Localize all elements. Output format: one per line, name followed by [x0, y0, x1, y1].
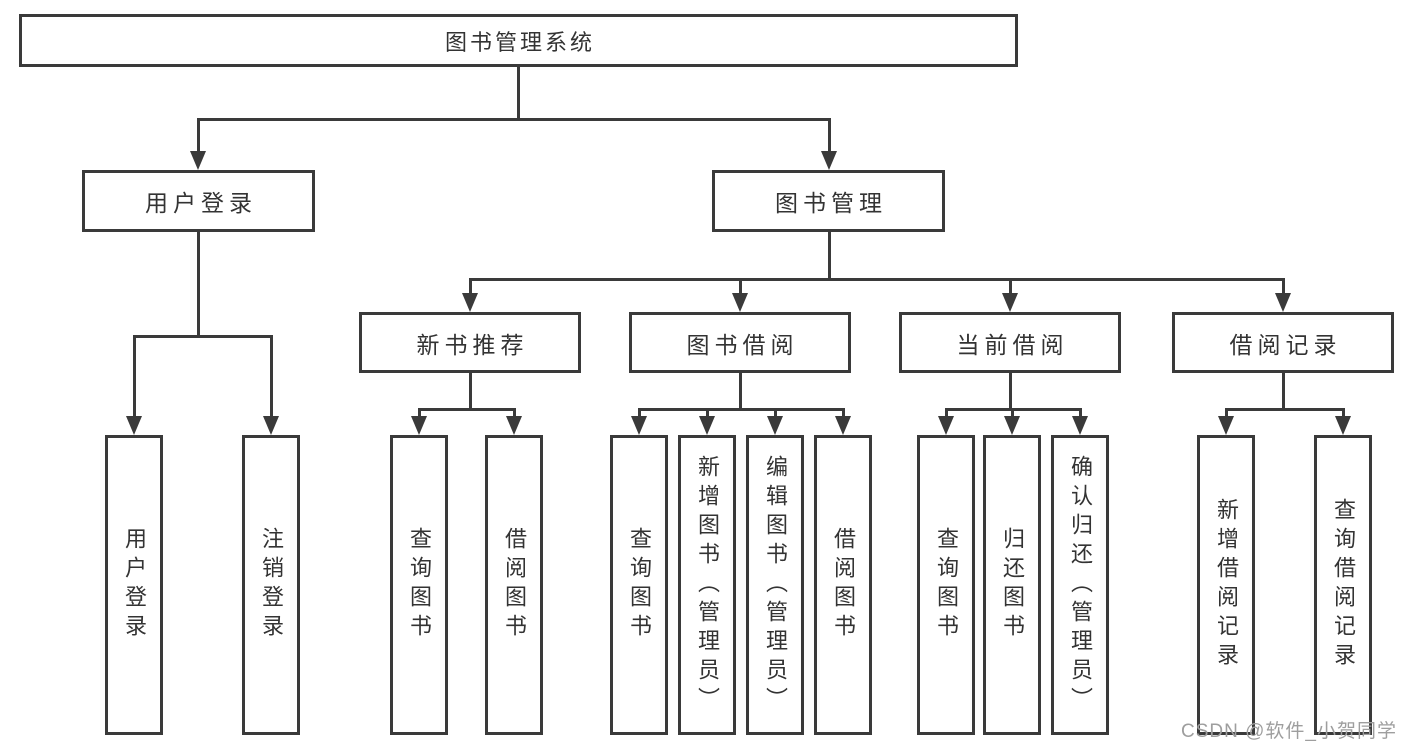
connector-stem [738, 373, 742, 411]
connector-stem [827, 232, 831, 281]
node-leaf-query-book-borrow: 查询图书 [610, 435, 668, 735]
node-user-login: 用户登录 [82, 170, 315, 232]
connector-drop [944, 408, 948, 418]
connector-rail [417, 408, 516, 411]
watermark: CSDN @软件_小贺同学 [1181, 721, 1397, 742]
connector-stem [196, 232, 200, 338]
node-label: 借阅图书 [502, 527, 527, 643]
connector-drop [773, 408, 777, 418]
connector-rail [468, 278, 1285, 281]
node-leaf-add-book: 新增图书（管理员） [678, 435, 736, 735]
node-leaf-confirm-return: 确认归还（管理员） [1051, 435, 1109, 735]
connector-drop [1010, 408, 1014, 418]
connector-stem [1008, 373, 1012, 411]
arrowhead-down [767, 416, 783, 435]
connector-rail [637, 408, 845, 411]
connector-drop [738, 278, 742, 295]
node-root: 图书管理系统 [19, 14, 1018, 67]
arrowhead-down [1002, 293, 1018, 312]
connector-stem [468, 373, 472, 411]
connector-drop [1078, 408, 1082, 418]
connector-drop [132, 335, 136, 418]
node-label: 用户登录 [145, 190, 257, 216]
connector-drop [1224, 408, 1228, 418]
connector-drop [1281, 278, 1285, 295]
connector-drop [417, 408, 421, 418]
arrowhead-down [631, 416, 647, 435]
node-current-borrow: 当前借阅 [899, 312, 1121, 373]
node-label: 用户登录 [122, 527, 147, 643]
node-leaf-logout: 注销登录 [242, 435, 300, 735]
connector-drop [1341, 408, 1345, 418]
node-label: 借阅图书 [831, 527, 856, 643]
arrowhead-down [1275, 293, 1291, 312]
arrowhead-down [263, 416, 279, 435]
arrowhead-down [190, 151, 206, 170]
node-label: 新增借阅记录 [1214, 498, 1239, 672]
connector-drop [1008, 278, 1012, 295]
node-label: 编辑图书（管理员） [763, 454, 788, 716]
node-book-borrow: 图书借阅 [629, 312, 851, 373]
connector-drop [512, 408, 516, 418]
arrowhead-down [462, 293, 478, 312]
connector-drop [269, 335, 273, 418]
node-label: 查询图书 [407, 527, 432, 643]
node-leaf-user-login: 用户登录 [105, 435, 163, 735]
node-leaf-query-borrow-record: 查询借阅记录 [1314, 435, 1372, 735]
node-new-book-rec: 新书推荐 [359, 312, 581, 373]
connector-drop [637, 408, 641, 418]
connector-stem [516, 67, 520, 121]
node-label: 查询借阅记录 [1331, 498, 1356, 672]
arrowhead-down [506, 416, 522, 435]
connector-drop [196, 118, 200, 153]
node-leaf-query-book-current: 查询图书 [917, 435, 975, 735]
node-label: 借阅记录 [1229, 331, 1342, 358]
connector-rail [132, 335, 273, 338]
connector-drop [468, 278, 472, 295]
node-label: 确认归还（管理员） [1068, 454, 1093, 716]
arrowhead-down [732, 293, 748, 312]
node-label: 图书借阅 [686, 331, 799, 358]
node-borrow-records: 借阅记录 [1172, 312, 1394, 373]
node-label: 归还图书 [1000, 527, 1025, 643]
connector-drop [705, 408, 709, 418]
arrowhead-down [1335, 416, 1351, 435]
connector-rail [196, 118, 831, 121]
node-label: 图书管理 [775, 190, 887, 216]
node-leaf-edit-book: 编辑图书（管理员） [746, 435, 804, 735]
node-label: 查询图书 [627, 527, 652, 643]
node-label: 查询图书 [934, 527, 959, 643]
node-leaf-return-book: 归还图书 [983, 435, 1041, 735]
connector-drop [841, 408, 845, 418]
node-leaf-query-book-new: 查询图书 [390, 435, 448, 735]
node-label: 注销登录 [259, 527, 284, 643]
arrowhead-down [1072, 416, 1088, 435]
node-leaf-add-borrow-record: 新增借阅记录 [1197, 435, 1255, 735]
node-book-mgmt: 图书管理 [712, 170, 945, 232]
node-label: 当前借阅 [956, 331, 1069, 358]
arrowhead-down [938, 416, 954, 435]
node-label: 新书推荐 [416, 331, 529, 358]
node-label: 新增图书（管理员） [695, 454, 720, 716]
arrowhead-down [699, 416, 715, 435]
arrowhead-down [1218, 416, 1234, 435]
arrowhead-down [1004, 416, 1020, 435]
connector-stem [1281, 373, 1285, 411]
arrowhead-down [821, 151, 837, 170]
node-leaf-borrow-book-borrow: 借阅图书 [814, 435, 872, 735]
node-leaf-borrow-book-new: 借阅图书 [485, 435, 543, 735]
arrowhead-down [835, 416, 851, 435]
arrowhead-down [411, 416, 427, 435]
connector-drop [827, 118, 831, 153]
connector-rail [1224, 408, 1345, 411]
arrowhead-down [126, 416, 142, 435]
node-label: 图书管理系统 [444, 29, 595, 55]
